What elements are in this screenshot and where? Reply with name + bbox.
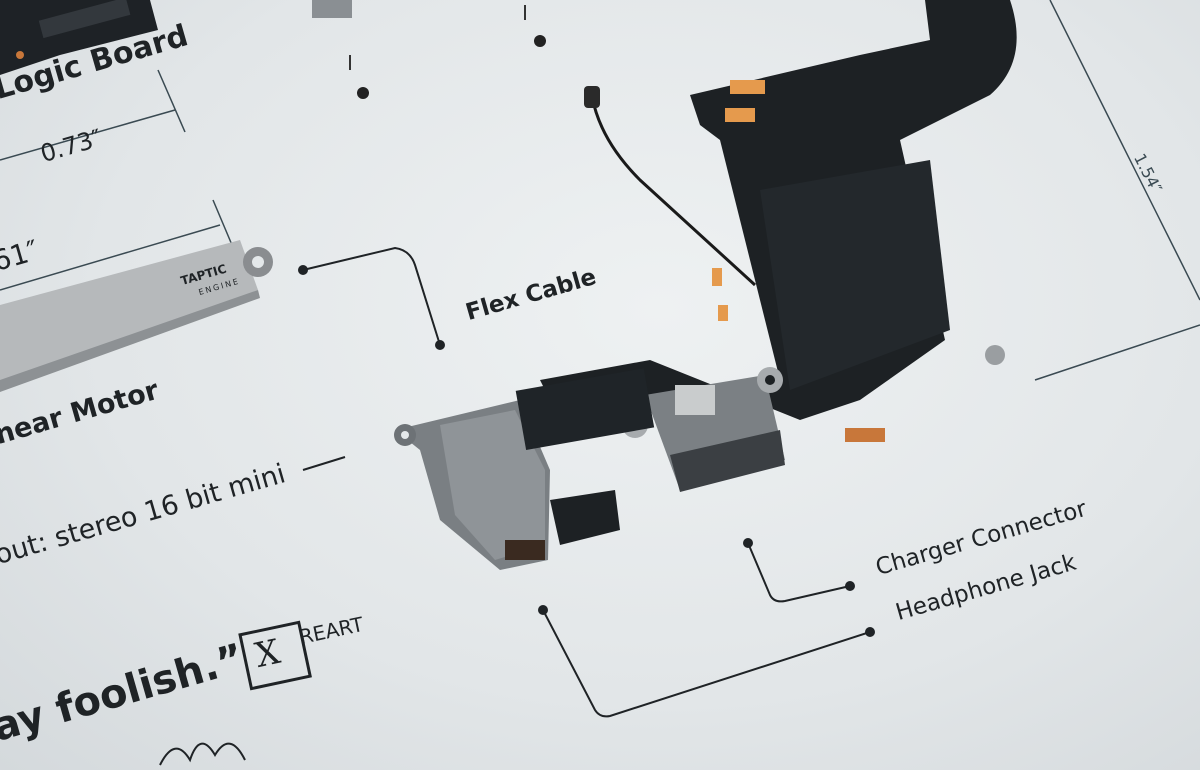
charger-connector-part (515, 367, 785, 545)
flex-cable-part (540, 0, 1017, 442)
headphone-jack-part (394, 400, 550, 570)
xreart-logo (238, 620, 312, 691)
taptic-engine-part (0, 240, 273, 392)
signature (159, 742, 246, 766)
dot-marker (534, 35, 546, 47)
dot-marker (357, 87, 369, 99)
leader-lines (302, 246, 871, 718)
dimension-lines (0, 0, 1200, 381)
bracket-part (312, 0, 352, 18)
logic-board-part (0, 0, 158, 75)
